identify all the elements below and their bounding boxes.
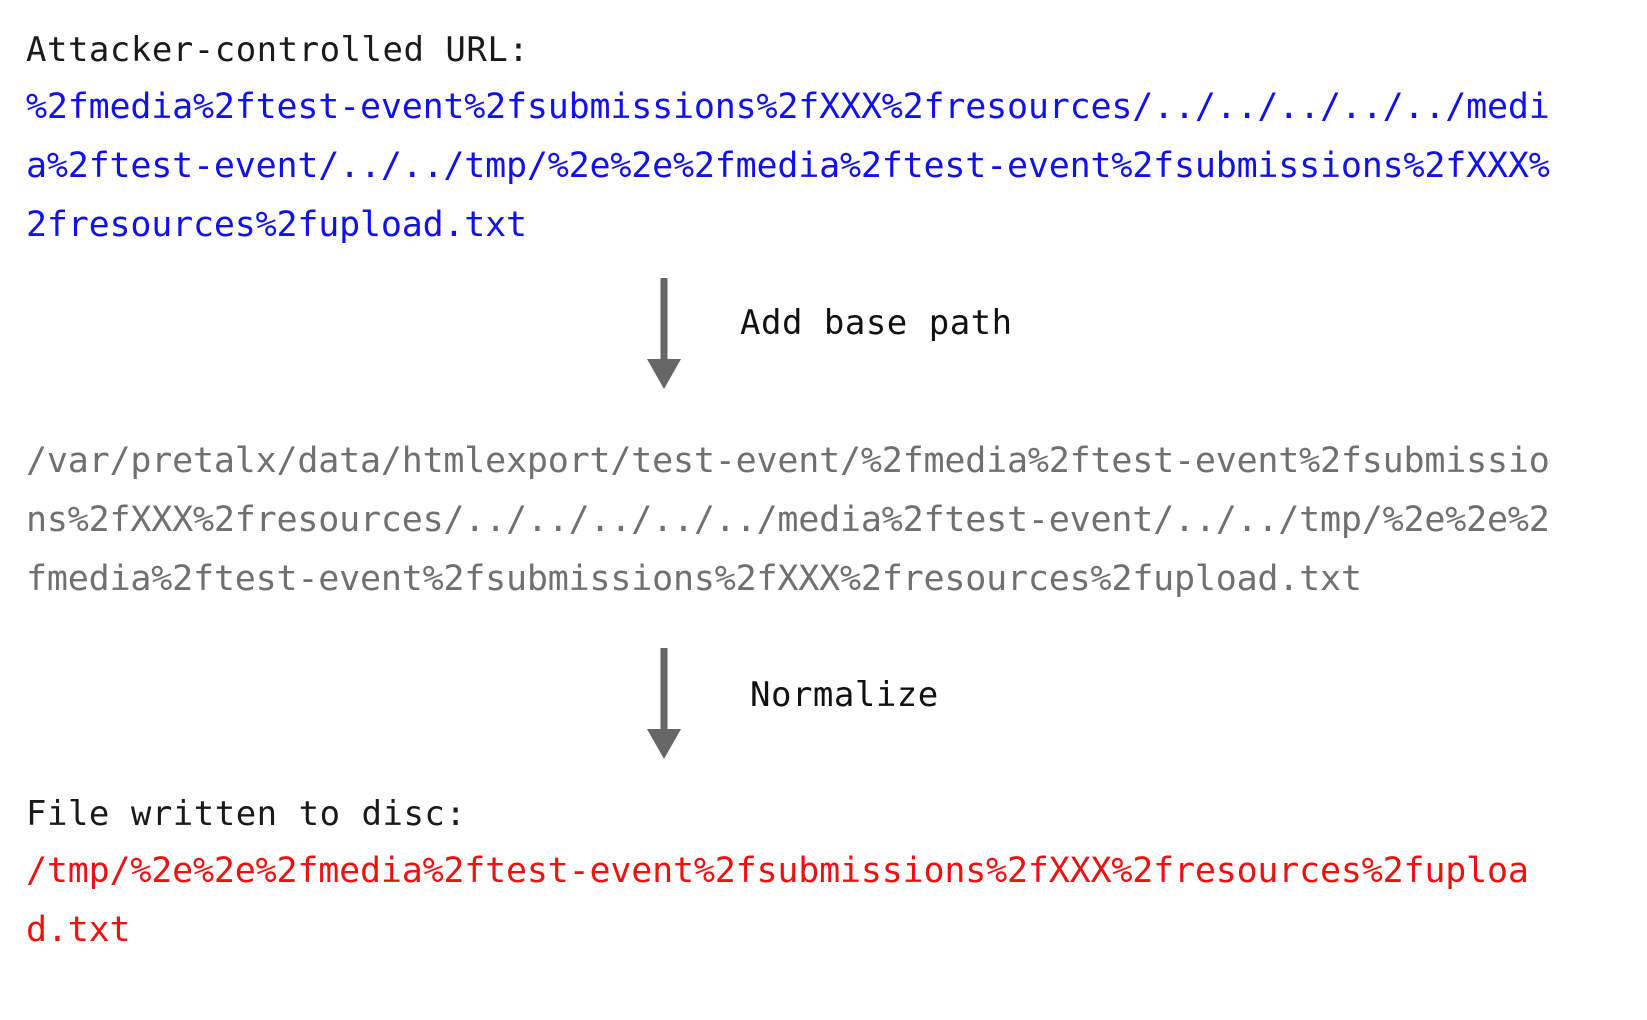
arrow-down-icon-normalize	[642, 646, 702, 766]
transition-label-add-base-path: Add base path	[740, 303, 1013, 343]
written-file-section: File written to disc: /tmp/%2e%2e%2fmedi…	[26, 786, 1556, 960]
transition-label-normalize: Normalize	[750, 675, 939, 715]
base-path-value: /var/pretalx/data/htmlexport/test-event/…	[26, 441, 1550, 599]
attacker-url-label: Attacker-controlled URL:	[26, 30, 530, 70]
written-file-value: /tmp/%2e%2e%2fmedia%2ftest-event%2fsubmi…	[26, 851, 1529, 950]
written-file-label: File written to disc:	[26, 794, 467, 834]
arrow-down-icon-add-base-path	[642, 276, 702, 396]
base-path-section: /var/pretalx/data/htmlexport/test-event/…	[26, 432, 1556, 609]
attacker-url-value: %2fmedia%2ftest-event%2fsubmissions%2fXX…	[26, 87, 1550, 245]
attacker-url-section: Attacker-controlled URL: %2fmedia%2ftest…	[26, 22, 1556, 255]
